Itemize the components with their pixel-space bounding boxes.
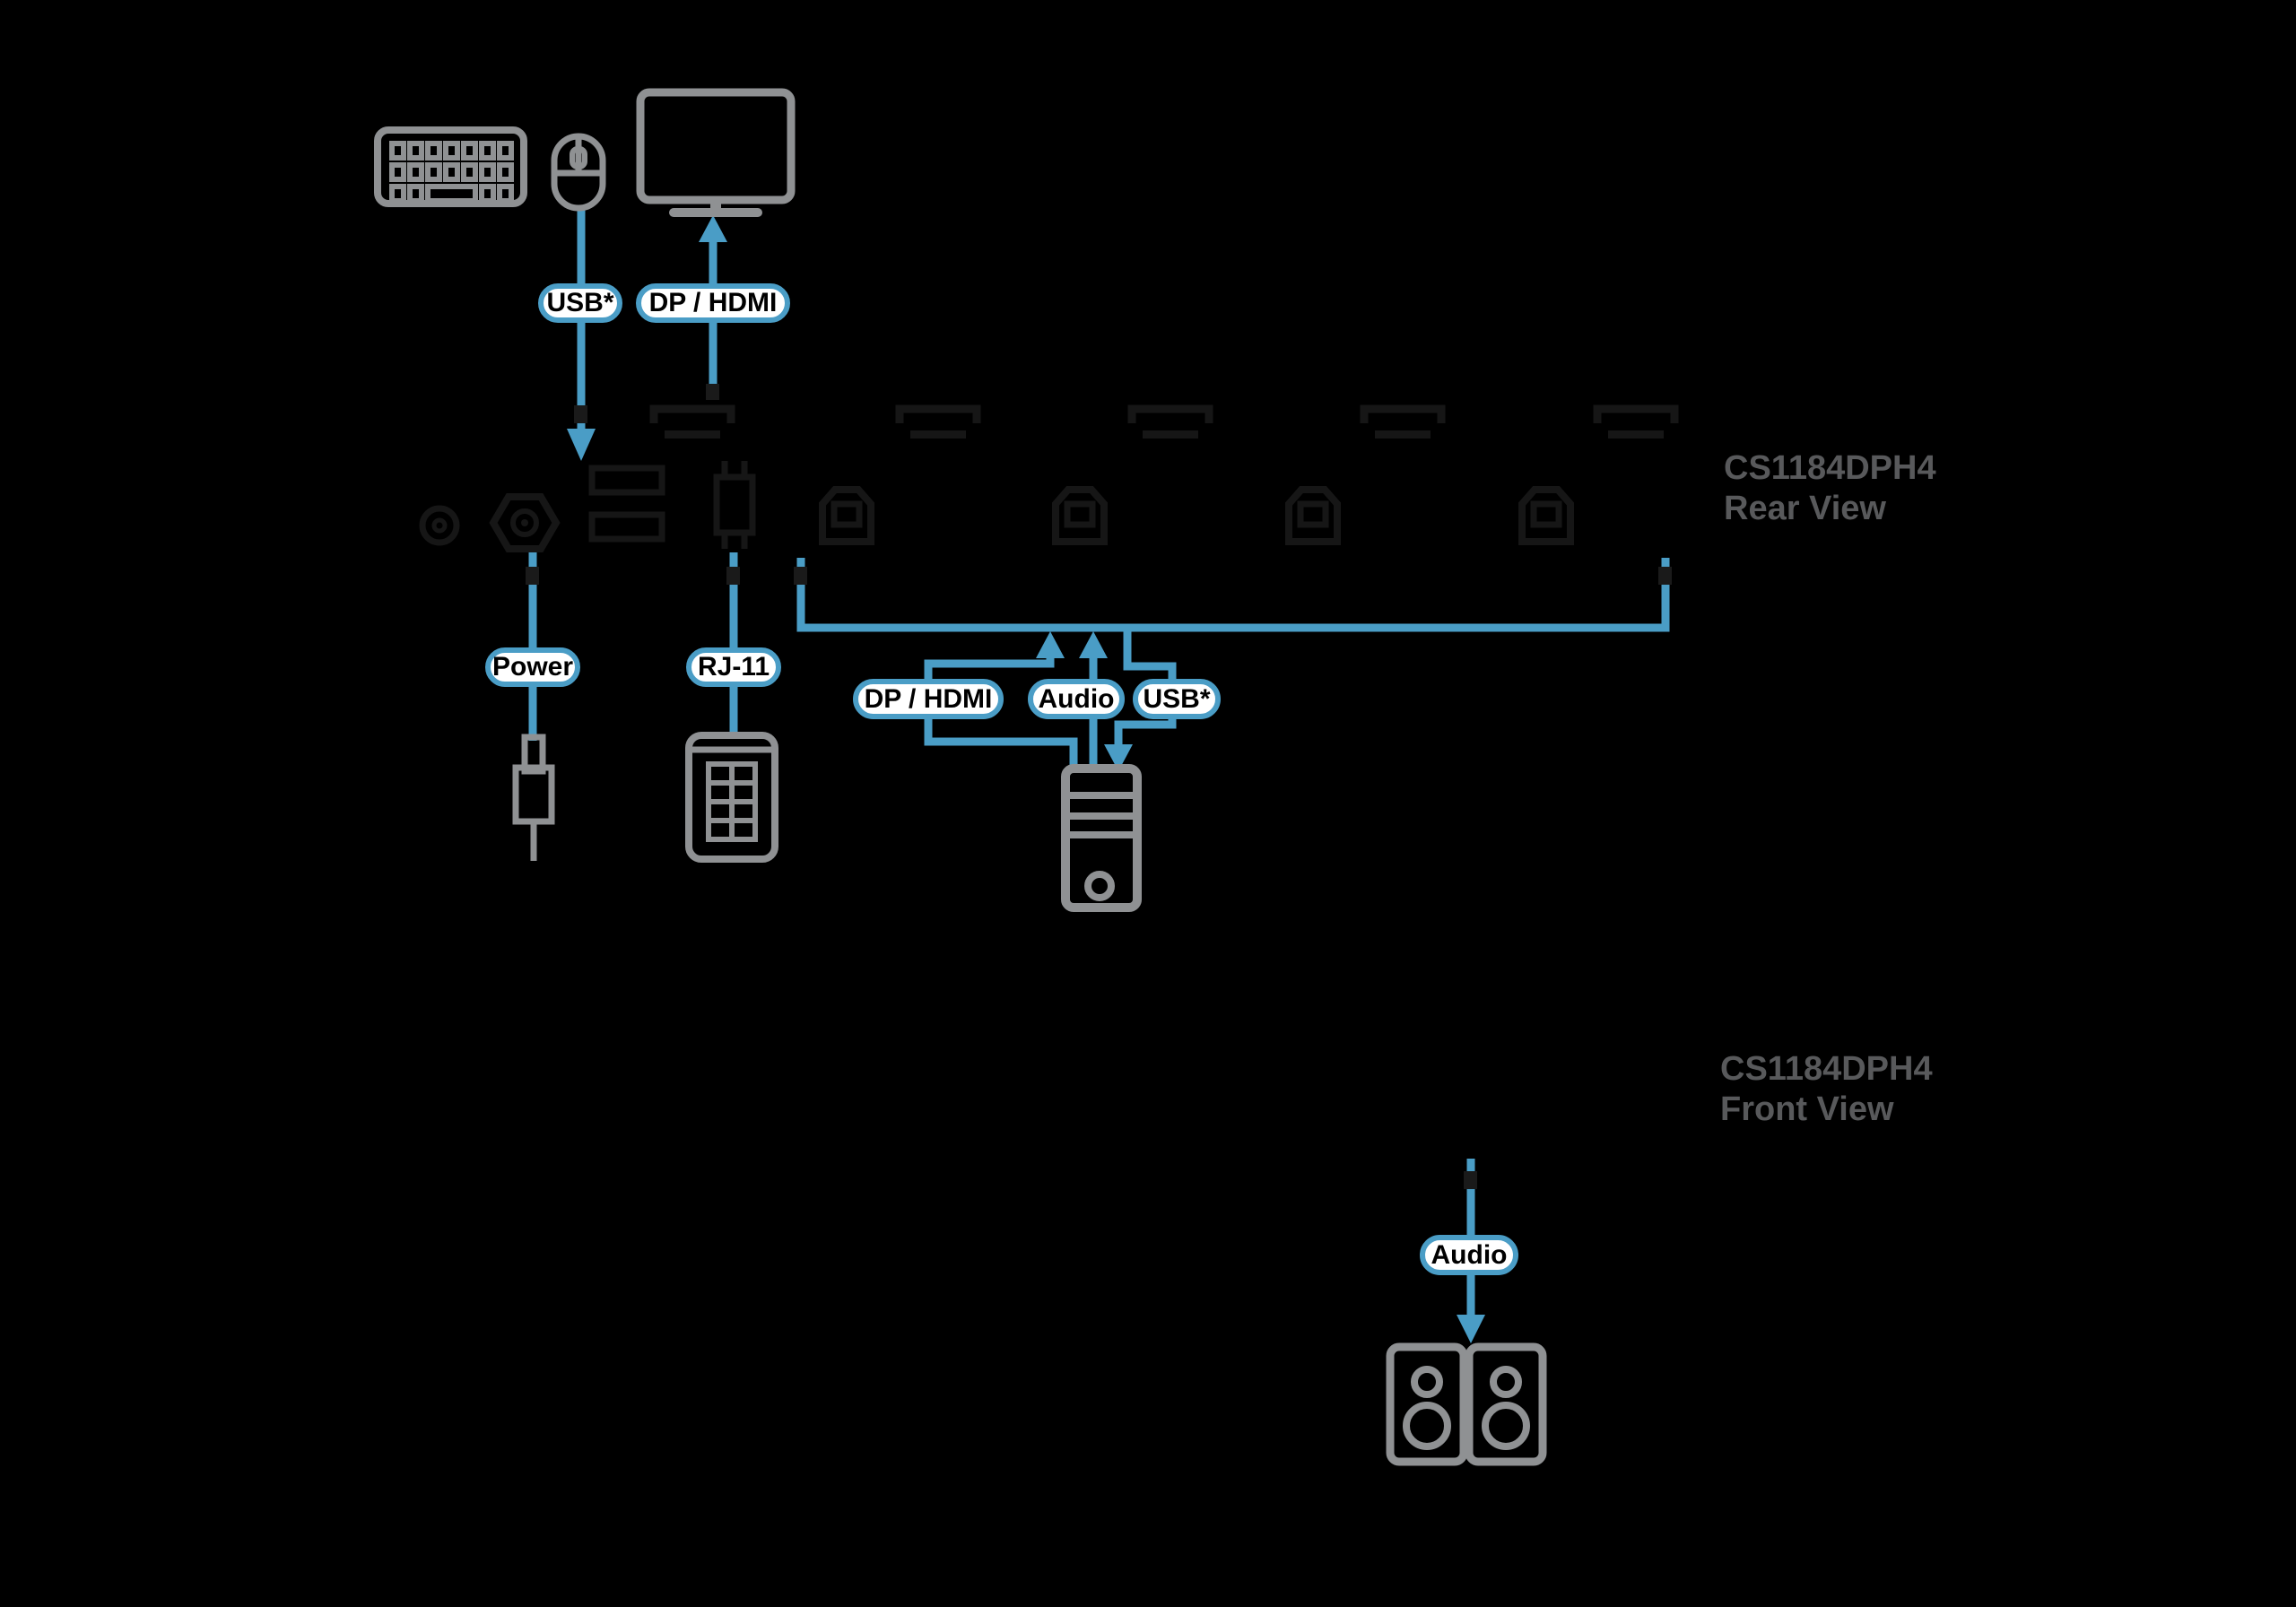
usb-a-ports — [588, 465, 665, 543]
device-icons — [374, 88, 1547, 1466]
keyboard-icon — [374, 126, 527, 207]
arrow-down-to-speakers-icon — [1457, 1315, 1485, 1343]
label-front-audio: Audio — [1420, 1235, 1518, 1275]
arrow-up-to-monitor-icon — [699, 215, 727, 242]
label-console-display: DP / HDMI — [636, 283, 790, 323]
video-connector-brackets — [649, 404, 1679, 439]
rj11-remote-keypad-icon — [685, 732, 778, 863]
front-view-title: CS1184DPH4 Front View — [1720, 1049, 1933, 1130]
cable-arrowheads — [567, 215, 1485, 1343]
label-computer-display: DP / HDMI — [853, 679, 1004, 719]
speakers-icon — [1386, 1342, 1547, 1466]
rear-audio-jack — [419, 505, 460, 546]
computer-display-cable-up — [924, 656, 1055, 681]
front-view-caption: Front View — [1720, 1090, 1894, 1128]
rear-view-title: CS1184DPH4 Rear View — [1724, 448, 1936, 529]
label-rj11: RJ-11 — [686, 647, 781, 687]
arrow-down-usb-icon — [1104, 744, 1133, 771]
label-computer-usb: USB* — [1133, 679, 1221, 719]
computer-tower-icon — [1061, 764, 1142, 912]
usb-b-ports — [819, 486, 1574, 545]
rear-panel-ports — [419, 404, 1679, 552]
rear-view-caption: Rear View — [1724, 490, 1886, 527]
computer-display-cable-down — [924, 717, 1078, 769]
kvm-port-bracket — [796, 558, 1670, 632]
mouse-icon — [551, 133, 606, 212]
dc-power-jack — [489, 493, 561, 552]
rear-view-model: CS1184DPH4 — [1724, 449, 1936, 487]
arrow-down-into-switch-icon — [567, 429, 596, 461]
cable-connector-ticks — [526, 384, 1672, 1189]
arrow-up-audio-icon — [1079, 631, 1108, 658]
label-power: Power — [485, 647, 580, 687]
label-computer-audio: Audio — [1028, 679, 1125, 719]
rj11-port — [713, 461, 756, 549]
cable-lines — [528, 208, 1670, 1316]
label-console-usb: USB* — [538, 283, 622, 323]
monitor-icon — [636, 88, 796, 217]
arrow-up-display-icon — [1036, 631, 1065, 658]
front-view-model: CS1184DPH4 — [1720, 1050, 1933, 1088]
dc-power-plug-icon — [512, 734, 555, 861]
